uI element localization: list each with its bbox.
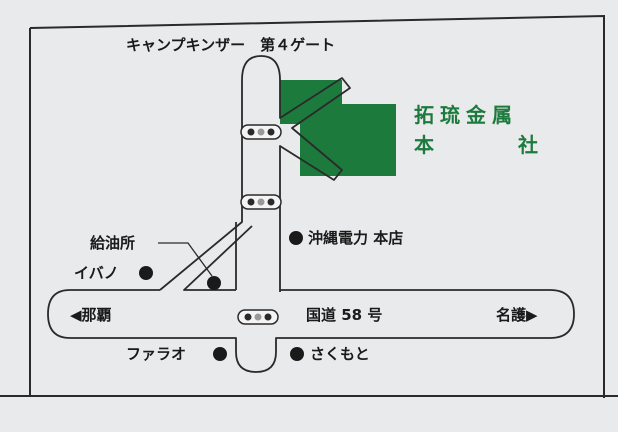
gas-station-label: 給油所 (90, 234, 135, 252)
traffic-signal-route58 (237, 309, 279, 325)
gas-station-leader (158, 242, 213, 277)
naha-label: ◀那覇 (70, 306, 112, 324)
company-honsha-right: 社 (517, 133, 538, 157)
sakumoto-label: さくもと (310, 345, 370, 363)
company-honsha-left: 本 (414, 133, 434, 157)
sakumoto-marker (290, 347, 304, 361)
electric-marker (289, 231, 303, 245)
gas-station-marker (207, 276, 221, 290)
traffic-signal-middle (240, 194, 282, 210)
farao-marker (213, 347, 227, 361)
ibano-marker (139, 266, 153, 280)
gate-label: キャンプキンザー 第４ゲート (126, 36, 335, 54)
map-frame (29, 14, 605, 398)
farao-label: ファラオ (126, 345, 186, 363)
company-building (280, 80, 396, 176)
okinawa-electric-label: 沖縄電力 本店 (308, 229, 403, 247)
ibano-label: イバノ (74, 264, 119, 282)
company-name: 拓琉金属 (414, 103, 518, 127)
traffic-signal-upper (240, 124, 282, 140)
route58-label: 国道 58 号 (306, 306, 382, 324)
nago-label: 名護▶ (496, 306, 538, 324)
